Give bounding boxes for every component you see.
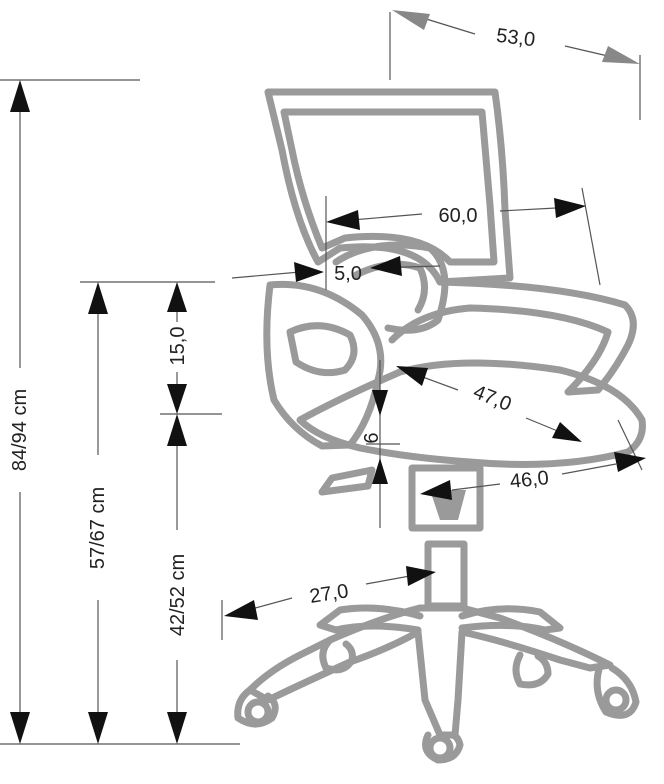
lumbar-support bbox=[332, 241, 449, 334]
chair-illustration bbox=[234, 88, 646, 764]
gas-lever bbox=[318, 466, 376, 496]
label-backrest-offset: 5,0 bbox=[334, 263, 362, 285]
backrest-inner bbox=[280, 108, 498, 266]
seat-width-arrow-right-icon bbox=[552, 422, 582, 442]
caster-left-wheel bbox=[244, 698, 272, 726]
depth-arrow-left-icon bbox=[392, 10, 430, 30]
seat-width-line-left bbox=[419, 375, 459, 391]
caster-right-wheel bbox=[602, 686, 630, 714]
width-arrow-right-icon bbox=[554, 198, 586, 218]
left-armrest bbox=[263, 280, 385, 450]
label-height-adjust: 6 bbox=[361, 432, 383, 443]
label-armrest-floor-height: 57/67 cm bbox=[87, 487, 109, 569]
total-height-arrow-top-icon bbox=[10, 80, 30, 112]
seat-width-line-right bbox=[525, 417, 561, 433]
caster-rear-right bbox=[512, 651, 552, 689]
offset-arrow-right-icon bbox=[370, 256, 402, 276]
label-depth-overall: 53,0 bbox=[495, 25, 536, 52]
armrest-floor-arrow-bottom-icon bbox=[88, 712, 108, 744]
adjust-arrow-top-icon bbox=[372, 390, 388, 416]
width-line-right bbox=[499, 207, 557, 212]
seat-depth-arrow-right-icon bbox=[614, 452, 646, 472]
backrest-frame bbox=[264, 88, 514, 286]
caster-front-wheel bbox=[426, 734, 454, 762]
right-armrest bbox=[388, 278, 637, 396]
base-arrow-left-icon bbox=[224, 600, 258, 620]
caster-front bbox=[422, 731, 464, 764]
label-seat-depth: 46,0 bbox=[509, 467, 550, 493]
width-line-left bbox=[351, 213, 423, 221]
width-right-guide bbox=[581, 187, 601, 286]
label-seat-height: 42/52 cm bbox=[167, 554, 189, 636]
seat-depth-arrow-left-icon bbox=[420, 480, 452, 500]
total-height-arrow-bottom-icon bbox=[10, 712, 30, 744]
label-total-height: 84/94 cm bbox=[9, 389, 31, 471]
seat-depth-line-right bbox=[561, 463, 617, 475]
seat-depth-line-left bbox=[451, 483, 501, 491]
label-seat-width: 47,0 bbox=[470, 381, 514, 416]
dimension-lines bbox=[0, 10, 646, 745]
armrest-height-arrow-bottom-icon bbox=[167, 384, 187, 414]
dimension-labels: 53,0 60,0 5,0 47,0 46,0 15,0 6 27,0 84/9… bbox=[9, 25, 550, 636]
caster-right bbox=[593, 662, 640, 719]
caster-rear-left bbox=[319, 636, 356, 674]
seat-width-arrow-left-icon bbox=[396, 366, 428, 386]
adjust-arrow-bottom-icon bbox=[372, 458, 388, 484]
gas-cylinder bbox=[424, 540, 468, 610]
label-base-radius: 27,0 bbox=[308, 580, 350, 608]
offset-line-left bbox=[231, 271, 301, 279]
label-width-overall: 60,0 bbox=[439, 205, 478, 227]
left-armrest-cutout bbox=[286, 322, 358, 377]
armrest-height-arrow-top-icon bbox=[167, 282, 187, 312]
seat-mechanism bbox=[408, 464, 484, 532]
depth-arrow-right-icon bbox=[602, 46, 640, 64]
base-line-right bbox=[365, 575, 411, 585]
seat-cushion bbox=[296, 359, 646, 468]
star-base-rear bbox=[316, 604, 564, 634]
armrest-floor-arrow-top-icon bbox=[88, 282, 108, 314]
seat-height-arrow-top-icon bbox=[167, 414, 187, 446]
seat-height-arrow-bottom-icon bbox=[167, 712, 187, 744]
width-arrow-left-icon bbox=[326, 210, 360, 230]
offset-arrow-left-icon bbox=[294, 262, 324, 282]
base-arrow-right-icon bbox=[406, 566, 436, 586]
label-armrest-height: 15,0 bbox=[167, 327, 189, 366]
